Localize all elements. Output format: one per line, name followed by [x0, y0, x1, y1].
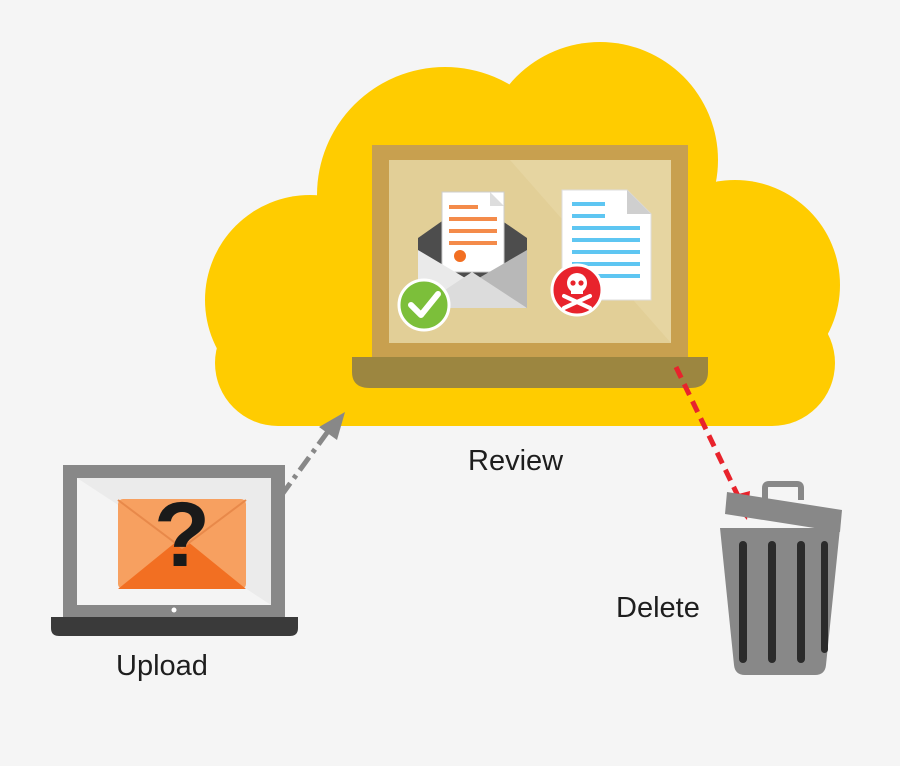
trash-can-icon	[720, 481, 842, 675]
upload-label: Upload	[116, 650, 208, 682]
open-envelope-icon	[418, 191, 527, 308]
webcam-dot	[171, 607, 177, 613]
seal-icon	[454, 250, 466, 262]
svg-text:?: ?	[154, 484, 210, 586]
letter-lines	[449, 205, 497, 245]
skull-crossbones-icon	[550, 263, 604, 317]
document-lines	[572, 202, 640, 278]
delete-label: Delete	[616, 592, 700, 624]
laptop-base	[51, 617, 298, 636]
laptop-base	[352, 357, 708, 388]
trash-slats	[739, 541, 828, 663]
question-mark-envelope-icon: ?	[117, 484, 247, 589]
review-label: Review	[468, 445, 564, 477]
checkmark-icon	[397, 278, 451, 332]
review-laptop-icon	[352, 145, 708, 388]
upload-arrow-icon	[259, 412, 345, 524]
